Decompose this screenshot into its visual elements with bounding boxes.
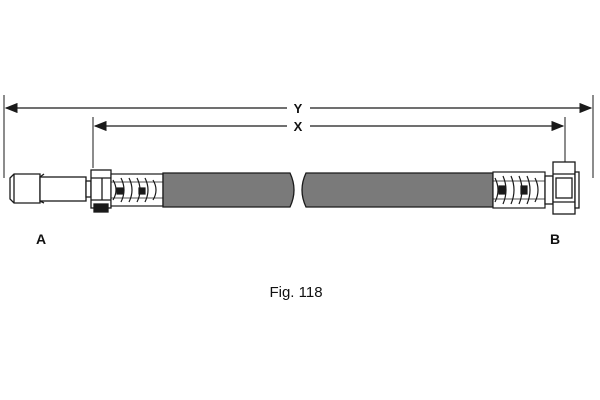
dimension-x: X: [93, 119, 565, 134]
hose-segment-left: [162, 172, 295, 208]
figure-caption: Fig. 118: [269, 284, 322, 301]
end-a-fitting: [9, 169, 112, 213]
extension-lines: [3, 95, 594, 178]
end-a-ferrule: [110, 173, 164, 207]
hose-segment-right: [301, 172, 494, 208]
end-b-hex-fitting: [544, 161, 580, 215]
end-b-ferrule: [492, 171, 546, 209]
dimension-y-label: Y: [294, 101, 303, 116]
dimension-x-label: X: [294, 119, 303, 134]
dimension-y: Y: [4, 101, 593, 116]
end-b-label: B: [550, 231, 560, 247]
end-a-label: A: [36, 231, 46, 247]
